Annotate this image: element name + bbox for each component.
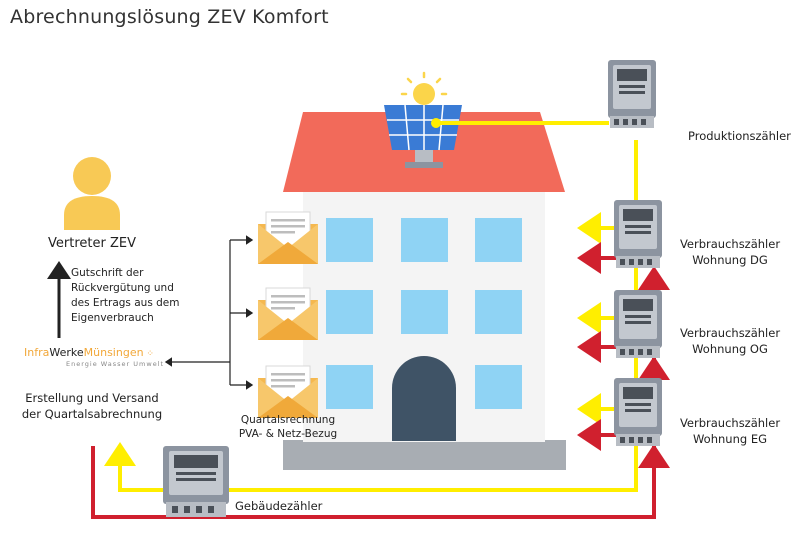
door: [392, 356, 456, 441]
label-erstellung-line2: der Quartalsabrechnung: [21, 407, 163, 421]
window: [326, 365, 373, 409]
window: [401, 218, 448, 262]
label-gutschrift-line2: Rückvergütung und: [71, 282, 174, 294]
label-eg-line1: Verbrauchszähler: [679, 416, 781, 430]
meter-building-icon: [163, 446, 229, 517]
label-gutschrift-line1: Gutschrift der: [71, 267, 144, 279]
solar-panel-icon: [384, 104, 462, 168]
label-produktion: Produktionszähler: [688, 129, 791, 143]
label-og: Verbrauchszähler Wohnung OG: [676, 325, 784, 357]
envelope-dg-icon: [257, 211, 319, 265]
page-title: Abrechnungslösung ZEV Komfort: [10, 6, 329, 28]
label-dg: Verbrauchszähler Wohnung DG: [676, 236, 784, 268]
meter-eg-icon: [614, 378, 662, 446]
label-quartal-line2: PVA- & Netz-Bezug: [238, 428, 338, 440]
label-eg-line2: Wohnung EG: [692, 432, 768, 446]
label-gebaeude: Gebäudezähler: [235, 499, 323, 513]
label-erstellung-line1: Erstellung und Versand: [25, 391, 159, 405]
envelope-eg-icon: [257, 365, 319, 419]
window: [401, 290, 448, 334]
logo-sub: Energie Wasser Umwelt: [66, 360, 165, 368]
window: [326, 218, 373, 262]
label-erstellung: Erstellung und Versand der Quartalsabrec…: [12, 390, 172, 422]
label-quartal: Quartalsrechnung PVA- & Netz-Bezug: [232, 413, 344, 441]
sun-icon: [400, 71, 448, 105]
window: [475, 365, 522, 409]
person-icon: [64, 157, 120, 230]
label-quartal-line1: Quartalsrechnung: [240, 414, 336, 426]
label-dg-line2: Wohnung DG: [692, 253, 768, 267]
window: [475, 290, 522, 334]
label-gutschrift: Gutschrift der Rückvergütung und des Ert…: [71, 266, 179, 326]
infrawerke-logo: InfraWerkeMünsingen ⁘ Energie Wasser Umw…: [24, 346, 163, 368]
logo-part2: Werke: [49, 346, 84, 359]
label-gutschrift-line4: Eigenverbrauch: [71, 312, 154, 324]
logo-part1: Infra: [24, 346, 50, 359]
label-eg: Verbrauchszähler Wohnung EG: [676, 415, 784, 447]
logo-dots-icon: ⁘: [143, 349, 154, 359]
meter-og-icon: [614, 290, 662, 358]
label-og-line2: Wohnung OG: [692, 342, 768, 356]
window: [326, 290, 373, 334]
logo-part3: Münsingen: [83, 346, 144, 359]
meter-dg-icon: [614, 200, 662, 268]
meter-production-icon: [608, 60, 656, 128]
label-gutschrift-line3: des Ertrags aus dem: [71, 297, 180, 309]
label-dg-line1: Verbrauchszähler: [679, 237, 781, 251]
building-base: [283, 440, 566, 470]
envelope-og-icon: [257, 287, 319, 341]
label-vertreter: Vertreter ZEV: [48, 236, 136, 251]
window: [475, 218, 522, 262]
label-og-line1: Verbrauchszähler: [679, 326, 781, 340]
billing-connector: [164, 235, 254, 390]
